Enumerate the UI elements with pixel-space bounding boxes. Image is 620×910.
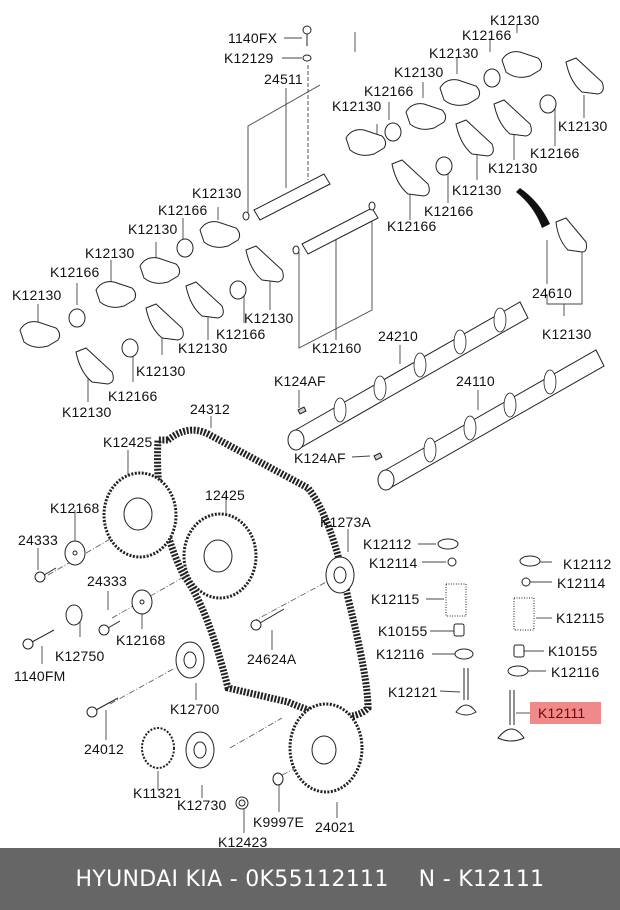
valve-train-right — [497, 555, 541, 742]
part-label-1140FM[interactable]: 1140FM — [14, 668, 66, 684]
sprockets — [102, 471, 364, 794]
part-label-K12130[interactable]: K12130 — [12, 287, 62, 303]
valve-train-left — [437, 538, 477, 716]
part-label-K12130[interactable]: K12130 — [452, 182, 502, 198]
part-label-K9997E[interactable]: K9997E — [253, 814, 305, 830]
camshafts — [287, 301, 605, 491]
part-label-K10155[interactable]: K10155 — [378, 623, 428, 639]
part-label-K12116[interactable]: K12116 — [376, 646, 425, 662]
part-label-K12130[interactable]: K12130 — [490, 12, 540, 28]
part-label-K10155[interactable]: K10155 — [548, 643, 598, 659]
part-label-24333[interactable]: 24333 — [87, 573, 127, 589]
part-label-K12130[interactable]: K12130 — [85, 245, 135, 261]
part-label-K12115[interactable]: K12115 — [371, 591, 420, 607]
timing-belt — [154, 426, 372, 721]
part-label-K12166[interactable]: K12166 — [158, 202, 208, 218]
diagram-drawing — [19, 24, 605, 833]
part-label-K12114[interactable]: K12114 — [557, 575, 606, 591]
part-label-K12166[interactable]: K12166 — [216, 326, 266, 342]
rocker-shafts — [242, 173, 379, 255]
part-label-K11321[interactable]: K11321 — [133, 785, 182, 801]
part-label-K12129[interactable]: K12129 — [224, 50, 274, 66]
part-label-K12160[interactable]: K12160 — [312, 340, 362, 356]
part-label-K12425[interactable]: K12425 — [103, 434, 153, 450]
part-label-K12116[interactable]: K12116 — [551, 664, 600, 680]
part-label-24610[interactable]: 24610 — [532, 285, 572, 301]
part-label-K12112[interactable]: K12112 — [363, 536, 412, 552]
bushing-group — [68, 68, 557, 358]
part-label-K12130[interactable]: K12130 — [244, 310, 294, 326]
part-label-K12112[interactable]: K12112 — [563, 556, 612, 572]
part-label-K12121[interactable]: K12121 — [388, 684, 438, 700]
rocker-arm-group — [19, 51, 604, 385]
part-label-K12423[interactable]: K12423 — [218, 834, 268, 850]
part-label-K12750[interactable]: K12750 — [55, 648, 105, 664]
part-label-K12166[interactable]: K12166 — [530, 145, 580, 161]
part-label-K124AF[interactable]: K124AF — [294, 450, 346, 466]
part-label-K12130[interactable]: K12130 — [542, 326, 592, 342]
part-label-K12130[interactable]: K12130 — [394, 64, 444, 80]
idlers — [65, 556, 355, 769]
part-label-24021[interactable]: 24021 — [315, 819, 355, 835]
part-label-K12130[interactable]: K12130 — [429, 45, 479, 61]
part-label-12425[interactable]: 12425 — [205, 487, 245, 503]
part-label-24333[interactable]: 24333 — [18, 532, 58, 548]
oem-part-number: HYUNDAI KIA - 0K55112111 — [75, 866, 389, 892]
part-number-footer: HYUNDAI KIA - 0K55112111 N - K12111 — [0, 848, 620, 910]
part-label-K12168[interactable]: K12168 — [50, 500, 100, 516]
part-label-K12130[interactable]: K12130 — [558, 118, 608, 134]
part-label-K12130[interactable]: K12130 — [488, 160, 538, 176]
top-bolt — [302, 25, 312, 62]
part-label-24012[interactable]: 24012 — [84, 741, 124, 757]
fasteners — [22, 406, 383, 810]
part-label-K12166[interactable]: K12166 — [108, 388, 158, 404]
parts-diagram: 1140FX K12129 24511 K12130 K12166 K12130… — [12, 12, 612, 850]
part-label-24511[interactable]: 24511 — [264, 71, 303, 87]
part-label-K12730[interactable]: K12730 — [177, 797, 227, 813]
part-label-K12166[interactable]: K12166 — [462, 27, 512, 43]
part-label-K12166[interactable]: K12166 — [364, 83, 414, 99]
part-label-24110[interactable]: 24110 — [456, 373, 495, 389]
part-label-K12114[interactable]: K12114 — [369, 555, 418, 571]
part-label-K12130[interactable]: K12166 — [387, 218, 437, 234]
part-label-K12130[interactable]: K12130 — [62, 404, 112, 420]
part-label-K12168[interactable]: K12168 — [116, 632, 166, 648]
part-label-1140FX[interactable]: 1140FX — [228, 30, 278, 46]
part-label-K12130[interactable]: K12130 — [192, 185, 242, 201]
part-label-24210[interactable]: 24210 — [378, 328, 418, 344]
part-label-K12115[interactable]: K12115 — [556, 610, 605, 626]
part-label-K12130[interactable]: K12130 — [128, 221, 178, 237]
part-label-K12111-highlighted[interactable]: K12111 — [530, 702, 601, 724]
part-label-K12130[interactable]: K12130 — [136, 363, 186, 379]
part-label-K1273A[interactable]: K1273A — [320, 514, 372, 530]
direction-arrow — [516, 188, 550, 228]
part-label-K12166[interactable]: K12166 — [424, 203, 474, 219]
part-label-K124AF[interactable]: K124AF — [274, 373, 326, 389]
part-label-24624A[interactable]: 24624A — [247, 651, 297, 667]
part-label-24312[interactable]: 24312 — [190, 401, 230, 417]
part-label-K12130[interactable]: K12130 — [178, 340, 228, 356]
part-label-K12130[interactable]: K12130 — [332, 98, 382, 114]
part-label-K12166[interactable]: K12166 — [50, 264, 100, 280]
cross-reference-number: N - K12111 — [418, 866, 545, 892]
part-label-K12700[interactable]: K12700 — [170, 701, 220, 717]
